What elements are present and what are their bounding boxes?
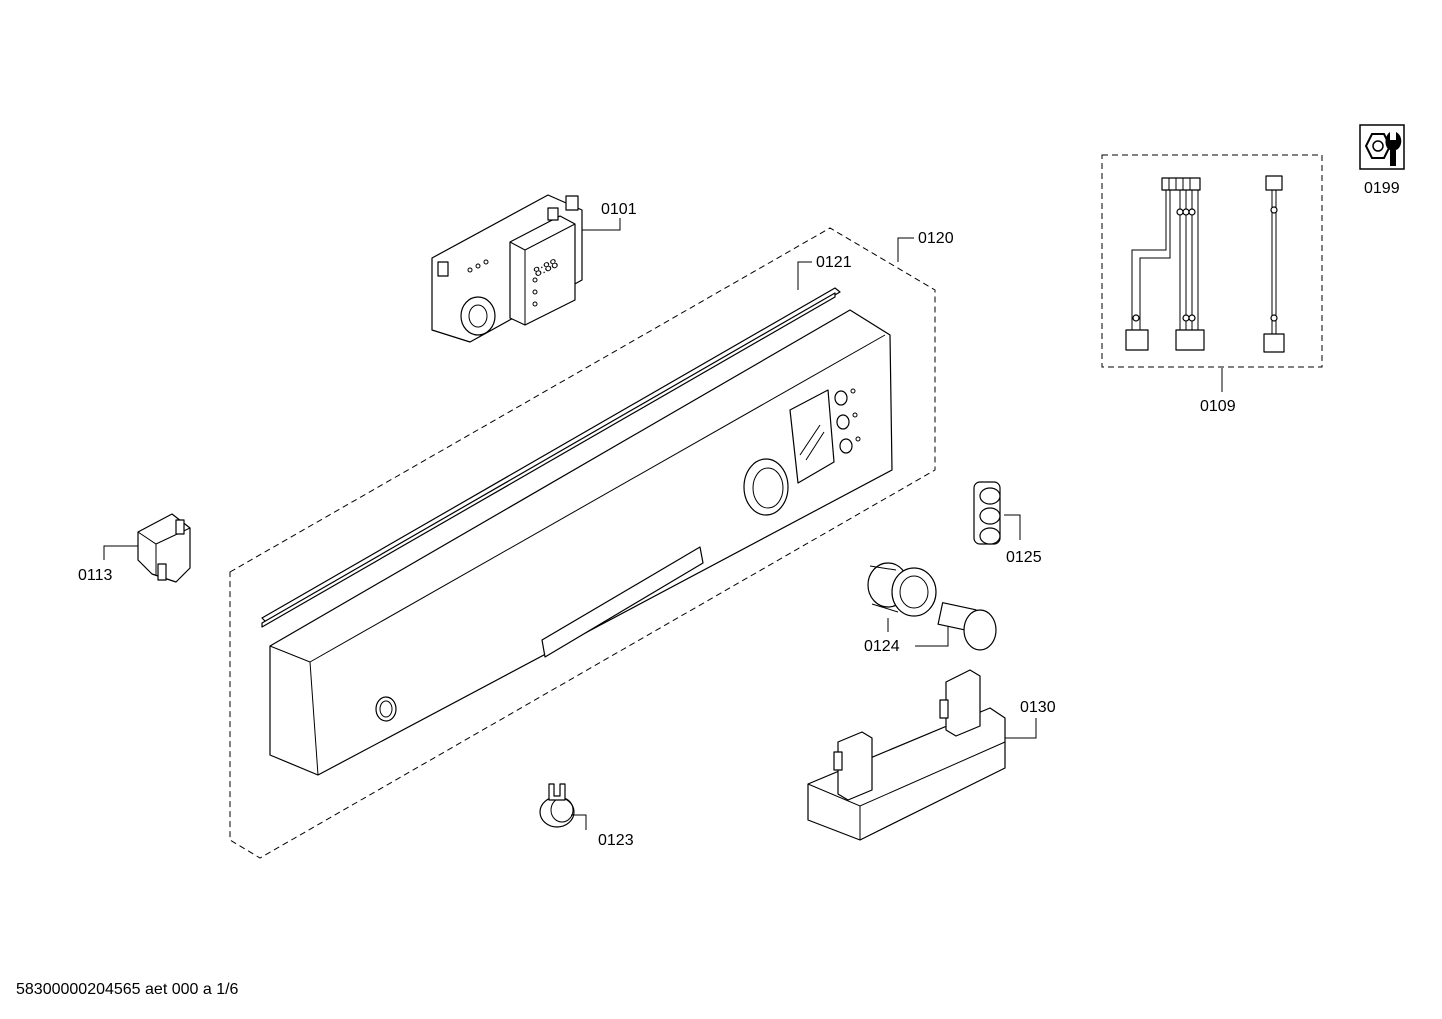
callout-0121: 0121 xyxy=(816,254,852,271)
carrier-0130 xyxy=(807,669,1006,841)
callout-0113: 0113 xyxy=(78,567,113,584)
callout-0125: 0125 xyxy=(1006,549,1042,566)
callout-0199: 0199 xyxy=(1364,180,1400,197)
wiring-harness-0109 xyxy=(1125,175,1285,353)
callout-0130: 0130 xyxy=(1020,699,1056,716)
buttons-0125 xyxy=(973,481,1001,545)
fascia-panel xyxy=(269,309,893,776)
group-0109-boundary xyxy=(1101,154,1323,368)
knob-housing-0124 xyxy=(867,562,937,617)
control-module: 8:88 xyxy=(431,194,583,343)
leader-lines xyxy=(103,218,1223,830)
callout-0120: 0120 xyxy=(918,230,954,247)
push-button-0124 xyxy=(937,602,997,651)
trim-strip xyxy=(261,287,841,628)
group-0120-boundary xyxy=(229,227,936,859)
callout-0123: 0123 xyxy=(598,832,634,849)
bracket-0113 xyxy=(137,513,191,583)
callout-0101: 0101 xyxy=(601,201,637,218)
callout-0124: 0124 xyxy=(864,638,900,655)
knob-0123 xyxy=(539,783,575,828)
wrench-nut-icon xyxy=(1359,124,1405,170)
document-footer: 58300000204565 aet 000 a 1/6 xyxy=(16,981,239,998)
callout-0109: 0109 xyxy=(1200,398,1236,415)
